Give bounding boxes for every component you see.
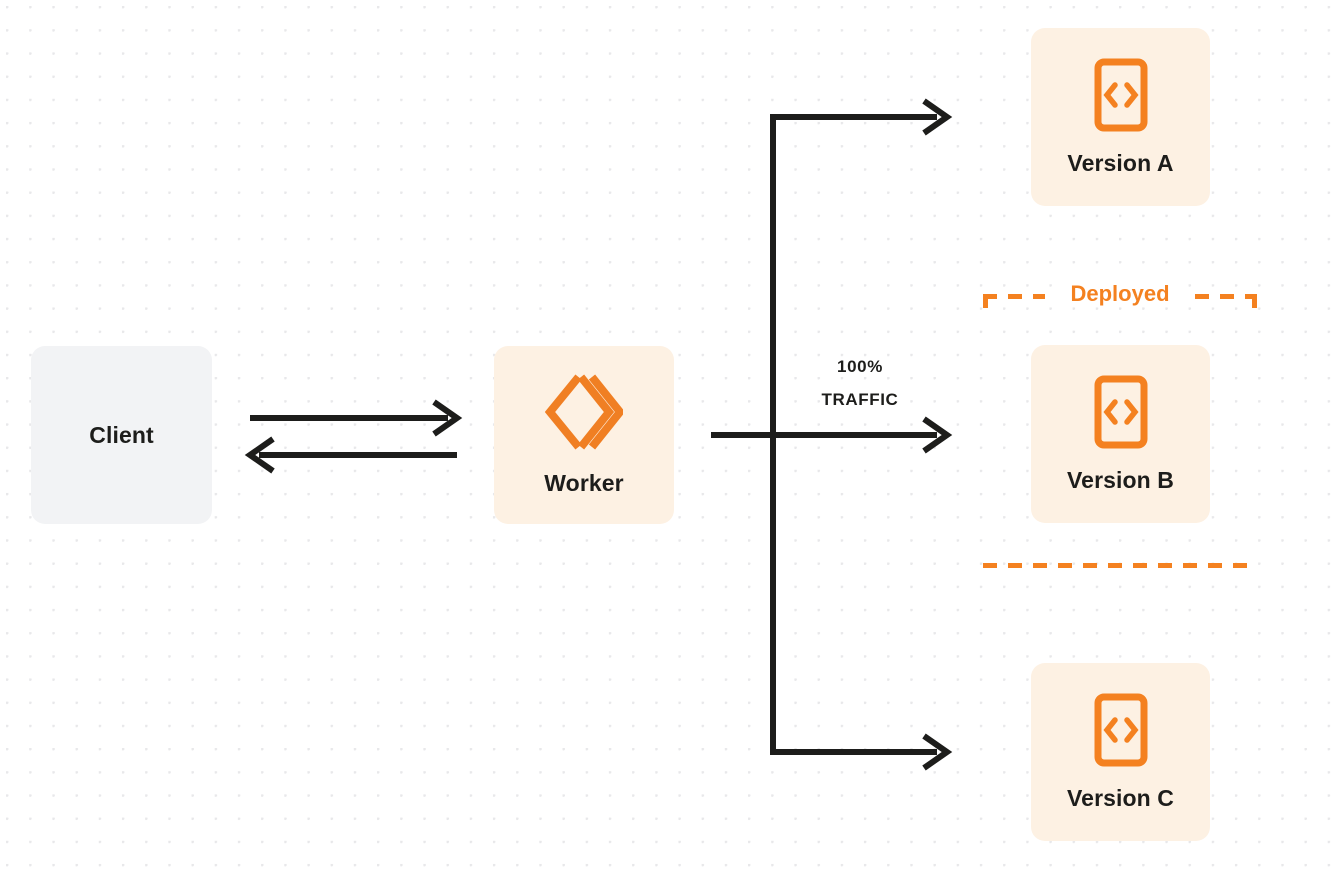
group-deployed-label: Deployed — [1060, 283, 1180, 305]
node-version-c-label: Version C — [1067, 784, 1174, 811]
edge-worker-to-client — [244, 436, 457, 474]
edge-worker-to-version-c — [770, 733, 953, 771]
node-version-a[interactable]: Version A — [1031, 28, 1210, 206]
code-file-icon — [1094, 375, 1148, 449]
edge-client-to-worker — [250, 399, 463, 437]
traffic-share-label: 100% TRAFFIC — [772, 350, 948, 416]
node-version-a-label: Version A — [1067, 149, 1174, 176]
deployed-border-bottom — [983, 563, 1257, 568]
traffic-unit: TRAFFIC — [821, 390, 899, 410]
edge-worker-to-version-a — [770, 98, 953, 136]
deployed-border-top-left — [983, 294, 1045, 299]
code-file-icon — [1094, 58, 1148, 132]
deployed-border-top-right — [1195, 294, 1257, 299]
node-worker[interactable]: Worker — [494, 346, 674, 524]
node-client[interactable]: Client — [31, 346, 212, 524]
node-client-label: Client — [89, 421, 154, 448]
deployed-border-right — [1252, 294, 1257, 568]
cloudflare-workers-logo-icon — [545, 373, 623, 450]
node-worker-label: Worker — [544, 469, 624, 496]
code-file-icon — [1094, 693, 1148, 767]
edge-worker-to-version-b — [711, 416, 953, 454]
node-version-b-label: Version B — [1067, 466, 1174, 493]
node-version-c[interactable]: Version C — [1031, 663, 1210, 841]
traffic-percent: 100% — [837, 357, 883, 376]
node-version-b[interactable]: Version B — [1031, 345, 1210, 523]
deployed-border-left — [983, 294, 988, 568]
